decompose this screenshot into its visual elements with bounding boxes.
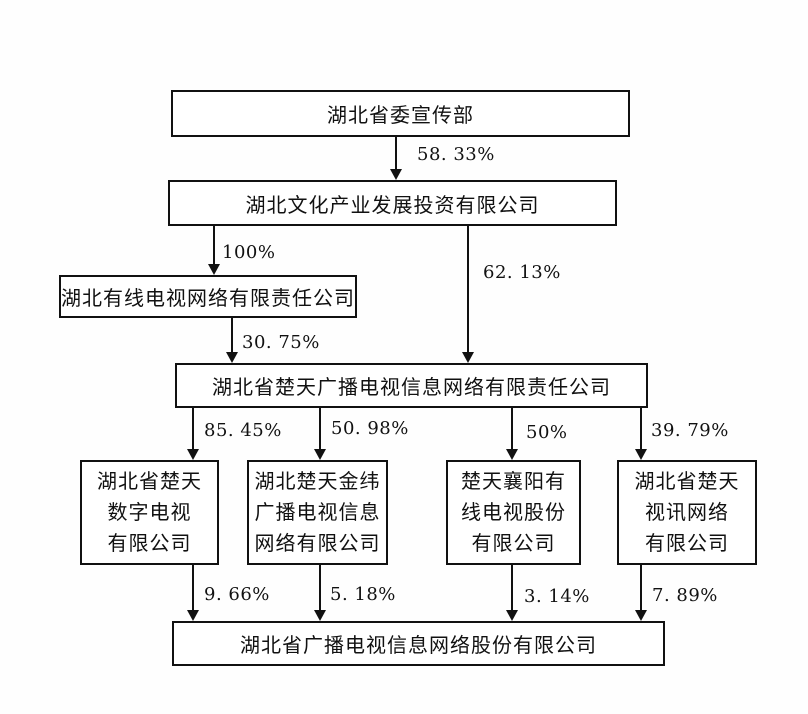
connector-line xyxy=(213,226,215,266)
node-sub-jinwei: 湖北楚天金纬 广播电视信息 网络有限公司 xyxy=(247,460,388,565)
ownership-label-digital-listed: 9. 66% xyxy=(204,584,270,605)
connector-line xyxy=(511,565,513,612)
node-sub-xiangyang-line1: 楚天襄阳有 xyxy=(461,469,566,493)
connector-xiangyang-listed xyxy=(506,565,518,621)
connector-line xyxy=(192,408,194,451)
arrowhead-down-icon xyxy=(462,352,474,363)
connector-line xyxy=(395,137,397,171)
node-chutian: 湖北省楚天广播电视信息网络有限责任公司 xyxy=(175,363,648,408)
arrowhead-down-icon xyxy=(187,449,199,460)
node-culture: 湖北文化产业发展投资有限公司 xyxy=(168,180,617,226)
connector-line xyxy=(640,408,642,451)
ownership-label-culture-chutian: 62. 13% xyxy=(483,262,561,283)
node-sub-digital-line3: 有限公司 xyxy=(107,531,192,555)
node-sub-jinwei-line2: 广播电视信息 xyxy=(254,500,381,524)
node-sub-digital-line2: 数字电视 xyxy=(107,500,192,524)
ownership-label-jinwei-listed: 5. 18% xyxy=(330,584,396,605)
connector-chutian-shixun xyxy=(635,408,647,460)
ownership-label-gov-culture: 58. 33% xyxy=(417,144,495,165)
node-sub-xiangyang-line2: 线电视股份 xyxy=(461,500,566,524)
arrowhead-down-icon xyxy=(506,449,518,460)
arrowhead-down-icon xyxy=(390,169,402,180)
connector-line xyxy=(192,565,194,612)
node-listed-label: 湖北省广播电视信息网络股份有限公司 xyxy=(240,633,597,657)
connector-chutian-digital xyxy=(187,408,199,460)
arrowhead-down-icon xyxy=(314,610,326,621)
connector-chutian-xiangyang xyxy=(506,408,518,460)
node-cable-label: 湖北有线电视网络有限责任公司 xyxy=(61,286,355,310)
node-sub-shixun-line1: 湖北省楚天 xyxy=(634,469,740,493)
node-sub-jinwei-line1: 湖北楚天金纬 xyxy=(254,469,381,493)
connector-shixun-listed xyxy=(635,565,647,621)
node-sub-shixun-line2: 视讯网络 xyxy=(645,500,729,524)
arrowhead-down-icon xyxy=(635,610,647,621)
arrowhead-down-icon xyxy=(314,449,326,460)
connector-jinwei-listed xyxy=(314,565,326,621)
connector-digital-listed xyxy=(187,565,199,621)
node-sub-jinwei-line3: 网络有限公司 xyxy=(254,531,381,555)
arrowhead-down-icon xyxy=(208,264,220,275)
node-sub-digital-line1: 湖北省楚天 xyxy=(97,469,202,493)
ownership-label-culture-cable: 100% xyxy=(222,242,276,263)
node-sub-digital: 湖北省楚天 数字电视 有限公司 xyxy=(80,460,219,565)
ownership-label-chutian-xiangyang: 50% xyxy=(526,422,568,443)
ownership-label-xiangyang-listed: 3. 14% xyxy=(524,586,590,607)
connector-culture-chutian xyxy=(462,226,474,363)
connector-line xyxy=(231,318,233,354)
connector-chutian-jinwei xyxy=(314,408,326,460)
node-gov-label: 湖北省委宣传部 xyxy=(327,103,474,127)
ownership-label-chutian-jinwei: 50. 98% xyxy=(331,418,409,439)
ownership-label-chutian-digital: 85. 45% xyxy=(204,420,282,441)
node-sub-xiangyang-line3: 有限公司 xyxy=(471,531,556,555)
arrowhead-down-icon xyxy=(635,449,647,460)
node-listed: 湖北省广播电视信息网络股份有限公司 xyxy=(172,621,665,666)
connector-gov-culture xyxy=(390,137,402,180)
node-cable: 湖北有线电视网络有限责任公司 xyxy=(59,275,357,318)
connector-line xyxy=(319,565,321,612)
arrowhead-down-icon xyxy=(506,610,518,621)
arrowhead-down-icon xyxy=(226,352,238,363)
arrowhead-down-icon xyxy=(187,610,199,621)
ownership-label-shixun-listed: 7. 89% xyxy=(652,585,718,606)
ownership-label-chutian-shixun: 39. 79% xyxy=(651,420,729,441)
node-sub-xiangyang: 楚天襄阳有 线电视股份 有限公司 xyxy=(446,460,581,565)
node-sub-shixun: 湖北省楚天 视讯网络 有限公司 xyxy=(617,460,757,565)
node-sub-shixun-line3: 有限公司 xyxy=(645,531,729,555)
connector-cable-chutian xyxy=(226,318,238,363)
connector-line xyxy=(319,408,321,451)
ownership-label-cable-chutian: 30. 75% xyxy=(242,332,320,353)
node-chutian-label: 湖北省楚天广播电视信息网络有限责任公司 xyxy=(212,375,611,399)
connector-culture-cable xyxy=(208,226,220,275)
node-culture-label: 湖北文化产业发展投资有限公司 xyxy=(245,192,540,217)
connector-line xyxy=(511,408,513,451)
connector-line xyxy=(640,565,642,612)
node-gov: 湖北省委宣传部 xyxy=(171,90,630,137)
connector-line xyxy=(467,226,469,354)
